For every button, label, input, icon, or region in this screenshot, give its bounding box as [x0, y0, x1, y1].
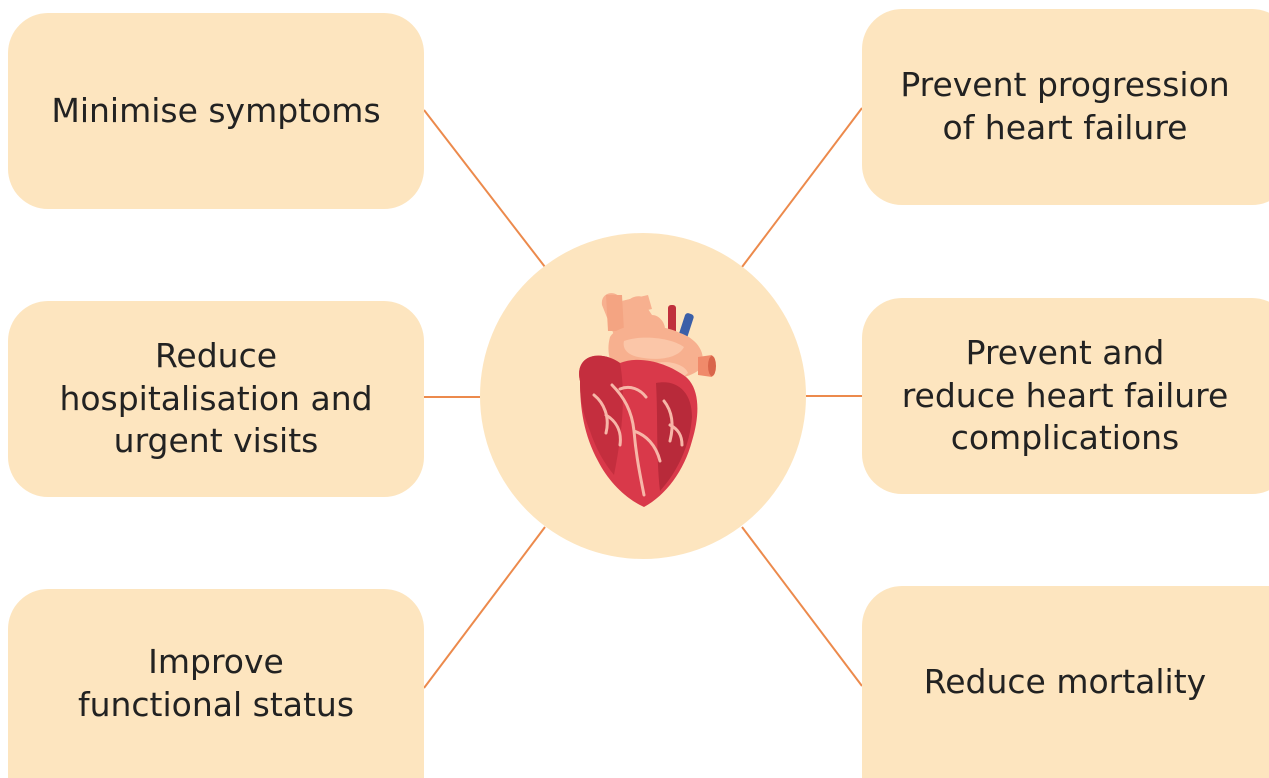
box-text-line: hospitalisation and: [59, 378, 372, 421]
box-text-line: Improve: [78, 641, 354, 684]
heart-icon: [560, 285, 730, 515]
box-text-line: Reduce: [59, 335, 372, 378]
connector-top-left: [424, 110, 545, 267]
box-text-line: complications: [902, 417, 1229, 460]
connector-top-right: [742, 108, 862, 267]
box-text-line: reduce heart failure: [902, 375, 1229, 418]
box-text-line: functional status: [78, 684, 354, 727]
box-reduce-hospitalisation: Reduce hospitalisation and urgent visits: [8, 301, 424, 497]
box-reduce-mortality: Reduce mortality: [862, 586, 1269, 778]
connector-bottom-right: [742, 527, 862, 686]
box-minimise-symptoms: Minimise symptoms: [8, 13, 424, 209]
box-prevent-progression: Prevent progression of heart failure: [862, 9, 1269, 205]
box-prevent-complications: Prevent and reduce heart failure complic…: [862, 298, 1269, 494]
box-text-line: of heart failure: [900, 107, 1229, 150]
box-text-line: Reduce mortality: [924, 661, 1206, 704]
connector-bottom-left: [424, 527, 545, 688]
box-text-line: Minimise symptoms: [51, 90, 380, 133]
box-text-line: Prevent and: [902, 332, 1229, 375]
box-text-line: urgent visits: [59, 420, 372, 463]
box-improve-functional-status: Improve functional status: [8, 589, 424, 778]
box-text-line: Prevent progression: [900, 64, 1229, 107]
